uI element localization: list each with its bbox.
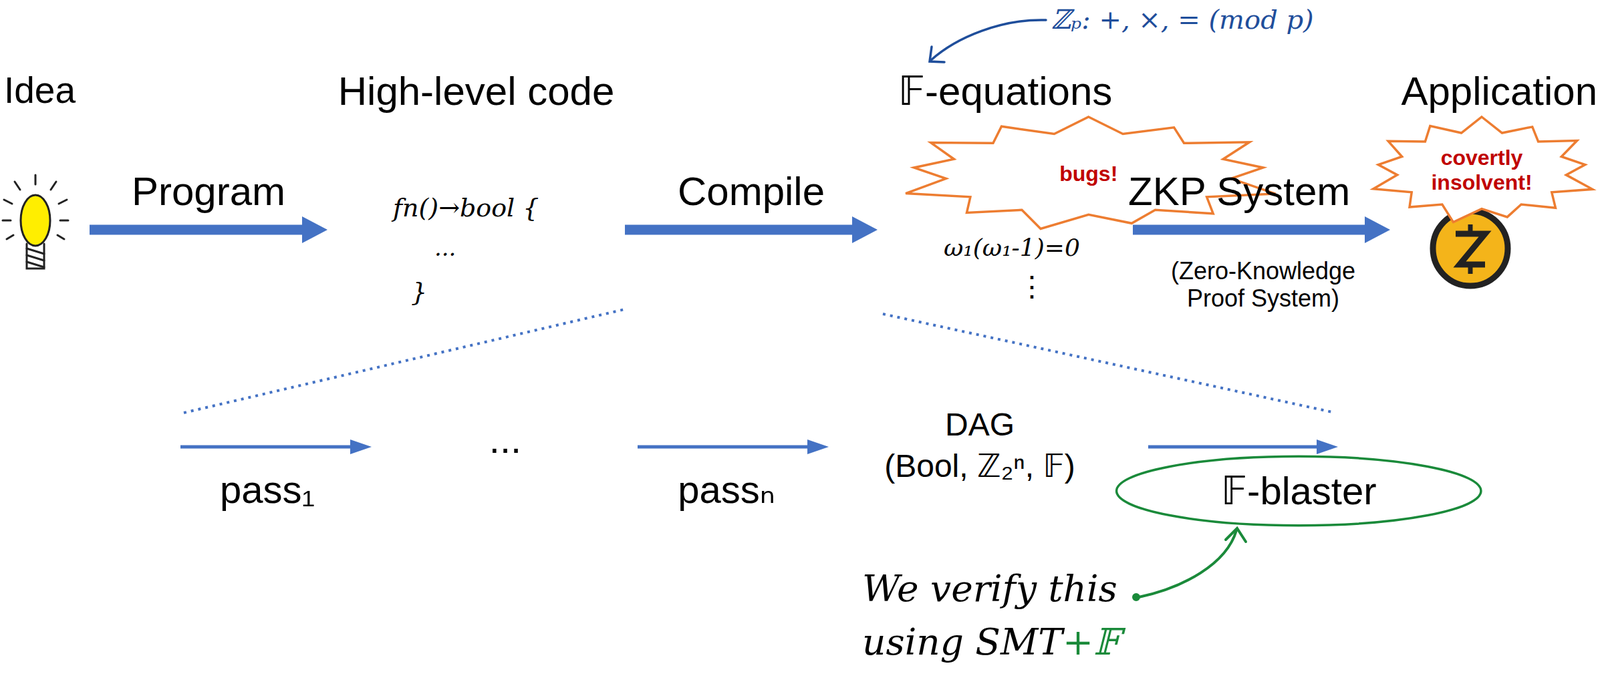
dag-stage: DAG(Bool, ℤ₂ⁿ, 𝔽) — [839, 401, 1121, 495]
stage-heading: Application — [1400, 68, 1598, 115]
stage-idea: Idea — [4, 66, 83, 121]
arrow-label: Program — [131, 168, 286, 215]
zoom-line — [882, 314, 1336, 414]
burst-text: covertly insolvent! — [1418, 145, 1546, 196]
lightbulb — [2, 175, 69, 269]
pass-label: pass₁ — [133, 467, 402, 513]
coin-logo — [1432, 211, 1508, 287]
ellipsis: ... — [371, 417, 639, 463]
code-line: } — [411, 278, 428, 308]
verify-note: We verify this using SMT+𝔽 — [862, 562, 1157, 670]
arrow-subtitle: (Zero-Knowledge Proof System) — [1152, 257, 1374, 313]
insolvent-burst: covertly insolvent! — [1363, 116, 1600, 224]
dag-types: (Bool, ℤ₂ⁿ, 𝔽) — [839, 447, 1121, 485]
field-note: ℤₚ: +, ×, = (mod p) — [1051, 4, 1314, 35]
flow-arrow — [89, 216, 328, 244]
equation: ω₁(ω₁-1)=0 — [943, 233, 1081, 262]
verify-leader — [1133, 528, 1246, 601]
stage-heading: DAG — [839, 406, 1121, 444]
stage-application: Application — [1396, 66, 1598, 121]
flow-arrow — [1132, 216, 1391, 244]
code-line: ... — [434, 235, 456, 262]
pass-label: passₙ — [592, 467, 861, 513]
equation: ⋮ — [1017, 270, 1046, 303]
arrow-label: Compile — [677, 168, 825, 215]
flow-arrow — [624, 216, 878, 244]
annotation-leader — [929, 20, 1046, 63]
stage-heading: High-level code — [334, 68, 619, 115]
blaster-text: 𝔽-blaster — [1112, 469, 1486, 514]
pass-arrow — [180, 439, 1339, 455]
stage-code: High-level code fn()→bool {...} — [334, 66, 619, 321]
stage-heading: 𝔽-equations — [884, 68, 1127, 115]
stage-heading: Idea — [4, 69, 76, 112]
arrow-label: ZKP System — [1128, 168, 1351, 215]
code-line: fn()→bool { — [392, 193, 540, 224]
zoom-line — [183, 309, 625, 414]
blaster-ellipse: 𝔽-blaster — [1112, 454, 1486, 528]
verify-field: +𝔽 — [1062, 620, 1120, 664]
